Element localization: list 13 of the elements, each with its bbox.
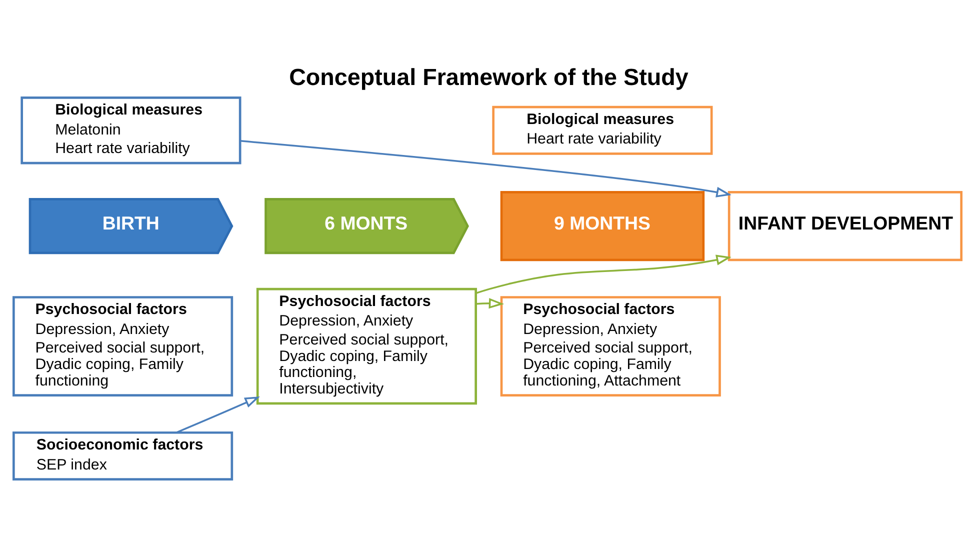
node-box: Psychosocial factors Depression, Anxiety Perceived social support, Dyadic coping, Family functioning, Intersubjectivity	[256, 288, 476, 405]
node-box: Biological measures Heart rate variability	[492, 106, 712, 155]
node-box: Psychosocial factors Depression, Anxiety Perceived social support, Dyadic coping, Family functioning	[12, 296, 233, 396]
arrow	[475, 254, 731, 294]
node-box: 9 MONTHS	[500, 191, 704, 262]
node-box: Psychosocial factors Depression, Anxiety Perceived social support, Dyadic coping, Family functioning, Attachment	[500, 296, 720, 396]
node-box: Socioeconomic factors SEP index	[12, 431, 233, 480]
arrow	[476, 298, 504, 309]
diagram-title: Conceptual Framework of the Study	[288, 64, 688, 90]
node-box: INFANT DEVELOPMENT	[727, 191, 962, 262]
arrow	[240, 140, 731, 198]
arrow	[176, 396, 260, 434]
node-box: Biological measures Melatonin Heart rate variability	[20, 96, 241, 164]
